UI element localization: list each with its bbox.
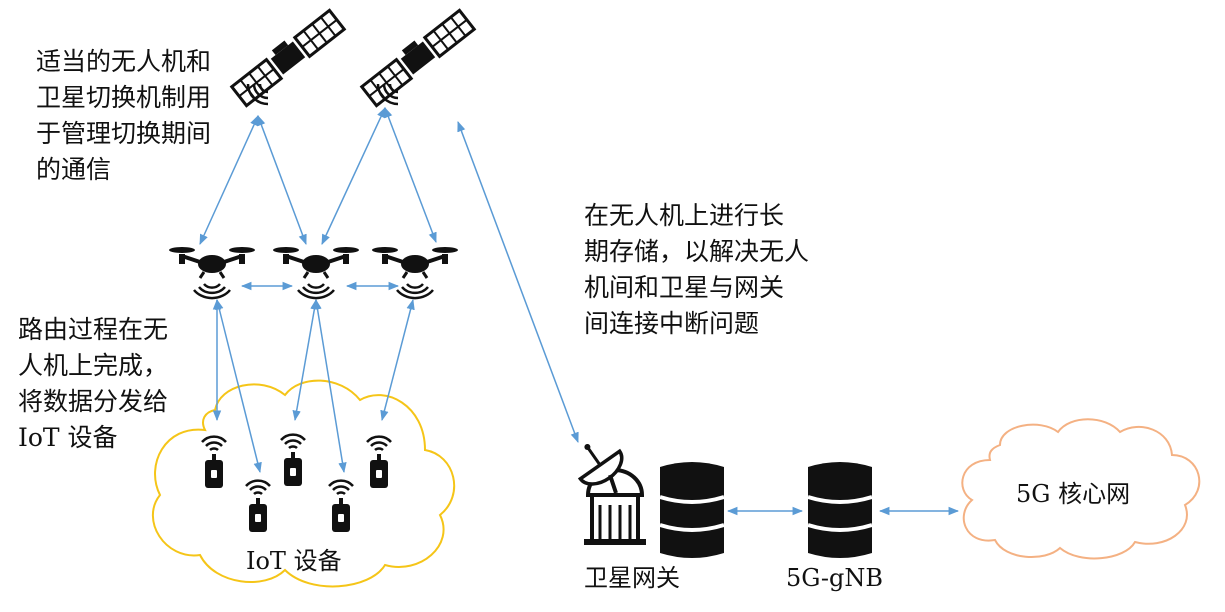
link-drone3-iot5	[380, 298, 415, 422]
database-icon	[658, 460, 726, 560]
satellite-icon	[357, 5, 476, 108]
storage-note: 在无人机上进行长 期存储，以解决无人 机间和卫星与网关 间连接中断问题	[584, 201, 810, 338]
link-sat2-drone3	[384, 107, 437, 243]
handover-note: 适当的无人机和 卫星切换机制用 于管理切换期间 的通信	[36, 47, 212, 184]
link-drone1-iot2	[215, 298, 262, 474]
link-sat1-drone1	[199, 115, 259, 245]
link-sat1-drone2	[257, 115, 307, 245]
drone-icon	[271, 245, 361, 301]
database-icon	[806, 460, 874, 560]
iot-sensor-icon	[327, 479, 355, 534]
iot-cloud	[151, 379, 456, 588]
iot-sensor-icon	[200, 435, 228, 490]
satellite-dish-icon	[577, 443, 646, 545]
drone-icon	[167, 245, 257, 301]
iot-sensor-icon	[279, 433, 307, 488]
gnb-label: 5G-gNB	[786, 564, 883, 592]
link-drone2-iot4	[313, 298, 347, 474]
routing-note: 路由过程在无 人机上完成， 将数据分发给 IoT 设备	[18, 315, 169, 452]
iot-devices-label: IoT 设备	[246, 547, 342, 575]
satellite-icon	[227, 5, 346, 108]
satellite-gateway-label: 卫星网关	[584, 564, 680, 592]
iot-sensor-icon	[244, 479, 272, 534]
core-network-label: 5G 核心网	[1016, 480, 1131, 508]
drone-icon	[370, 245, 460, 301]
core-cloud	[961, 418, 1201, 560]
link-drone2-iot3	[292, 298, 319, 422]
iot-sensor-icon	[365, 435, 393, 490]
link-sat2-gateway	[457, 121, 579, 443]
link-sat2-drone2	[321, 107, 386, 245]
